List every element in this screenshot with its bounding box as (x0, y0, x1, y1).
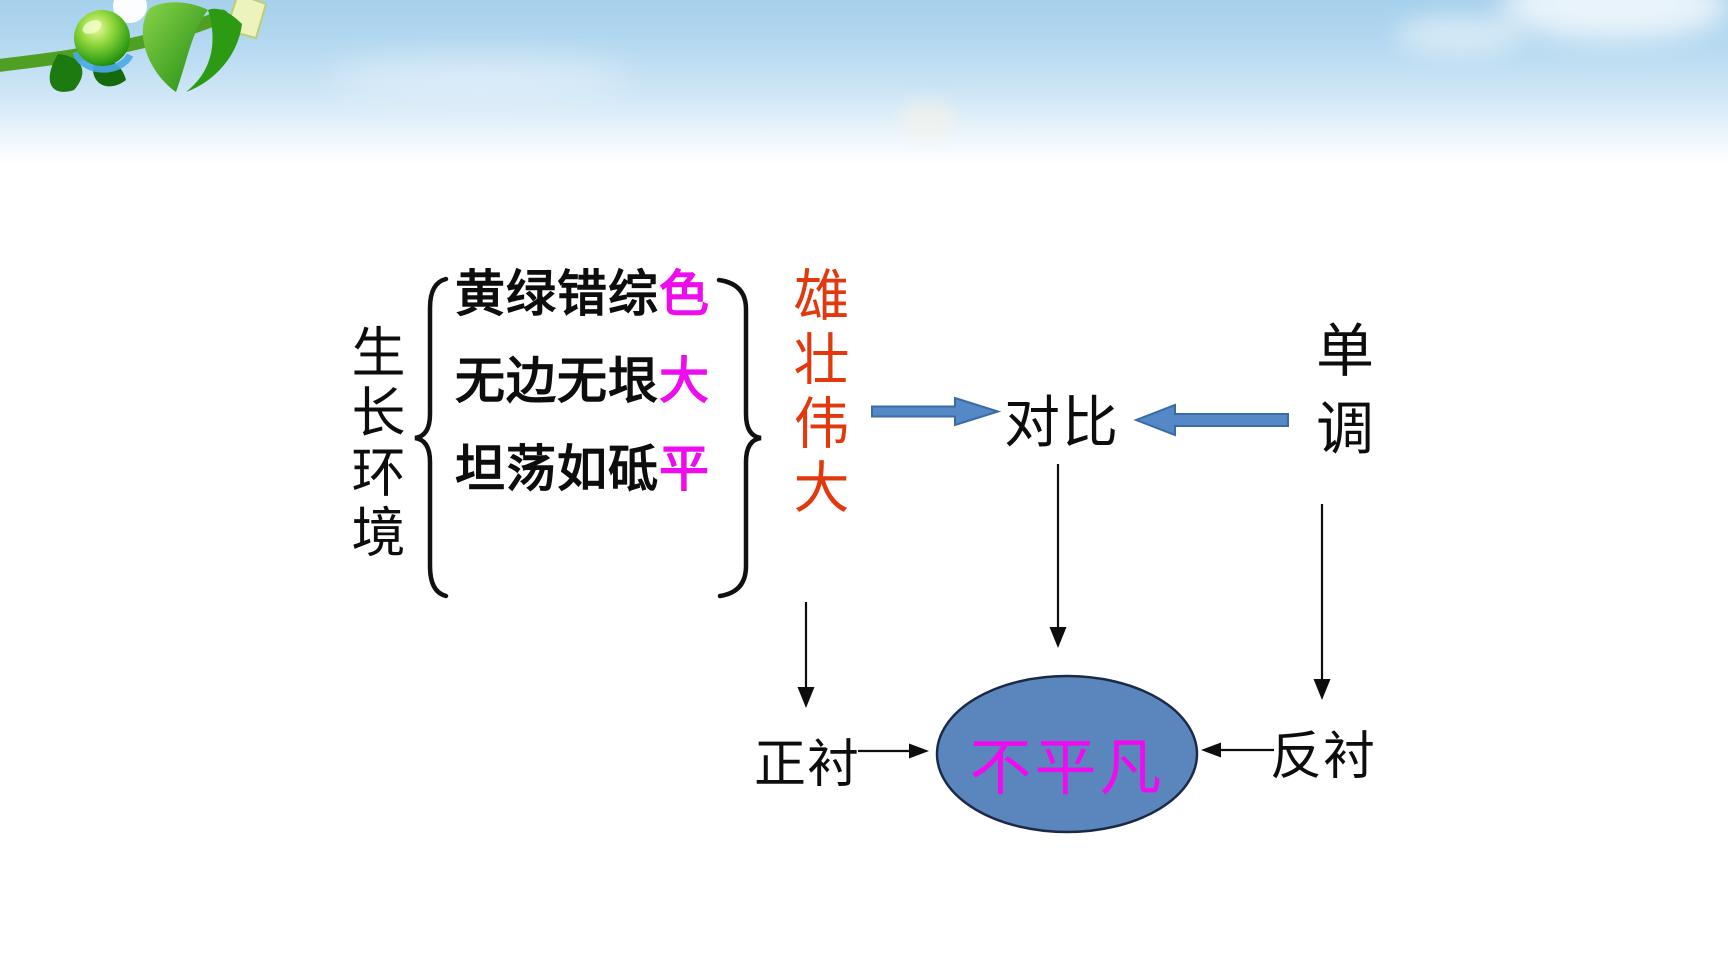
leaf-right-lobe (186, 8, 242, 93)
positive-foil-label: 正衬 (754, 735, 861, 795)
sky-banner (0, 0, 1728, 165)
block-arrow-right-icon (871, 396, 1002, 427)
vine-leaf-decoration (0, 0, 268, 93)
arrowhead-left-icon (1201, 742, 1221, 758)
right-brace (716, 277, 762, 599)
contrast-label: 对比 (1004, 391, 1120, 456)
arrowhead-down-icon (1313, 679, 1331, 700)
white-blob (113, 0, 147, 23)
feature-highlight: 平 (659, 440, 710, 498)
feature-line-color: 黄绿错综色 (455, 268, 710, 320)
feature-line-flat: 坦荡如砥平 (455, 443, 710, 495)
negative-foil-label: 反衬 (1270, 727, 1377, 787)
left-brace (414, 276, 449, 599)
feature-highlight: 色 (659, 265, 710, 323)
arrowhead-down-icon (1049, 627, 1067, 648)
thin-arrows (797, 464, 1331, 759)
leaf-right (142, 2, 208, 92)
arrowhead-down-icon (797, 687, 815, 708)
conclusion-label: 不平凡 (969, 731, 1165, 804)
dew-highlight (82, 20, 102, 34)
summary-label: 雄壮伟大 (784, 266, 849, 522)
dew-ring (72, 50, 134, 73)
feature-text: 黄绿错综 (455, 265, 659, 323)
feature-line-size: 无边无垠大 (455, 355, 710, 407)
feature-text: 坦荡如砥 (455, 440, 659, 498)
block-arrow-left-icon (1133, 403, 1289, 437)
dew-drop (74, 10, 130, 66)
feature-text: 无边无垠 (455, 352, 659, 410)
arrowhead-right-icon (909, 743, 929, 759)
feature-highlight: 大 (659, 352, 710, 410)
monotony-label: 单调 (1306, 320, 1374, 476)
vine-stem (0, 9, 229, 72)
leaf-left (49, 54, 83, 92)
growth-environment-label: 生长环境 (342, 324, 405, 564)
